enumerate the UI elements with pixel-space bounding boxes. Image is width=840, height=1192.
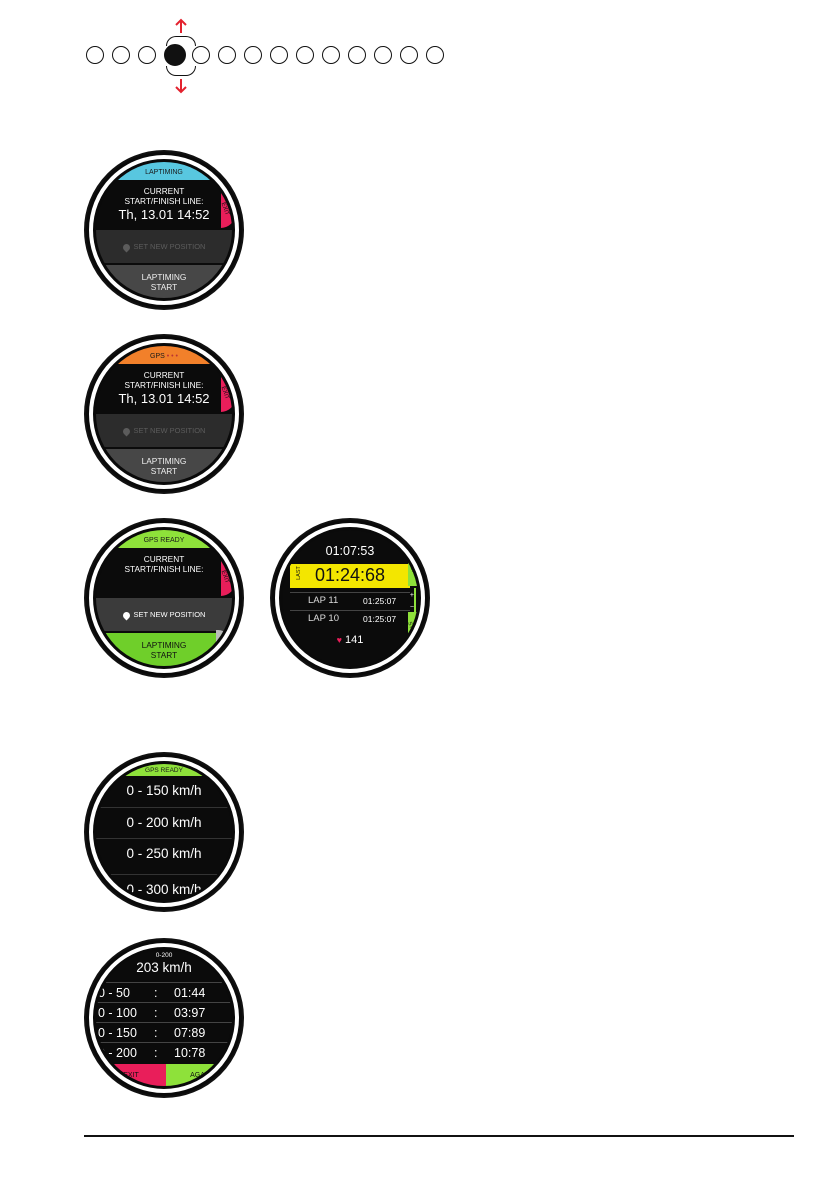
watch-gps-ready: GPS READY CURRENT START/FINISH LINE: SET… (84, 518, 244, 678)
watch-screen: GPS • • • CURRENT START/FINISH LINE: Th,… (96, 346, 232, 482)
watch-screen: LAPTIMING CURRENT START/FINISH LINE: Th,… (96, 162, 232, 298)
heart-rate: ♥ 141 (336, 634, 364, 646)
current-line-label: CURRENT START/FINISH LINE: (124, 370, 204, 390)
result-row: 0 - 50:01:44 (96, 982, 232, 1003)
page-dot[interactable] (270, 46, 288, 64)
exit-badge[interactable]: EXIT (220, 192, 232, 228)
footer-rule (84, 1135, 794, 1137)
stop-badge-bottom[interactable]: STOP (406, 612, 418, 648)
lap-row: LAP 11 01:25:07 (290, 592, 410, 609)
result-row: 0 - 150:07:89 (96, 1022, 232, 1043)
page-dot[interactable] (112, 46, 130, 64)
set-new-position-button: SET NEW POSITION (96, 230, 232, 263)
page-dot[interactable] (138, 46, 156, 64)
lap-row: LAP 10 01:25:07 (290, 610, 410, 627)
page-dot[interactable] (192, 46, 210, 64)
page-dot-active[interactable] (164, 44, 186, 66)
watch-laptiming: LAPTIMING CURRENT START/FINISH LINE: Th,… (84, 150, 244, 310)
start-badge[interactable]: START (215, 630, 230, 666)
page-dot[interactable] (348, 46, 366, 64)
watch-lap-display: 01:07:53 LAST 01:24:68 LAP 11 01:25:07 L… (270, 518, 430, 678)
set-new-position-button[interactable]: SET NEW POSITION (96, 598, 232, 631)
exit-badge[interactable]: EXIT (220, 376, 232, 412)
watch-gps-search: GPS • • • CURRENT START/FINISH LINE: Th,… (84, 334, 244, 494)
watch-screen: 01:07:53 LAST 01:24:68 LAP 11 01:25:07 L… (282, 530, 418, 666)
gps-title-bar: GPS • • • (96, 346, 232, 364)
current-line-label: CURRENT START/FINISH LINE: (124, 554, 204, 574)
minus-icon[interactable]: − (409, 604, 414, 611)
exit-badge[interactable]: EXIT (220, 560, 232, 596)
page-dot[interactable] (426, 46, 444, 64)
set-new-position-button: SET NEW POSITION (96, 414, 232, 447)
result-title: 0-200 (155, 952, 173, 959)
location-pin-icon (121, 610, 131, 620)
current-line-label: CURRENT START/FINISH LINE: (124, 186, 204, 206)
arrow-down-icon (175, 79, 187, 94)
watch-screen: GPS READY 0 - 150 km/h 0 - 200 km/h 0 - … (96, 764, 232, 900)
again-button[interactable]: AGAIN (166, 1064, 232, 1086)
start-line-datetime: Th, 13.01 14:52 (118, 207, 210, 222)
laptiming-title-bar: LAPTIMING (96, 162, 232, 180)
laptiming-start-button[interactable]: LAPTIMING START (96, 449, 232, 482)
watch-screen: 0-200 203 km/h 0 - 50:01:44 0 - 100:03:9… (96, 950, 232, 1086)
page-dot[interactable] (400, 46, 418, 64)
page-dot[interactable] (296, 46, 314, 64)
arrow-up-icon (175, 18, 187, 33)
location-pin-icon (121, 426, 131, 436)
result-row: 0 - 100:03:97 (96, 1002, 232, 1023)
start-line-datetime: Th, 13.01 14:52 (118, 391, 210, 406)
page-dot[interactable] (322, 46, 340, 64)
location-pin-icon (121, 242, 131, 252)
arc-bottom-icon (166, 66, 196, 76)
elapsed-time: 01:07:53 (325, 544, 375, 558)
last-lap-bar: LAST 01:24:68 (290, 564, 410, 588)
result-row: 0 - 200:10:78 (96, 1042, 232, 1063)
watch-result: 0-200 203 km/h 0 - 50:01:44 0 - 100:03:9… (84, 938, 244, 1098)
adjust-bar (414, 588, 416, 614)
watch-screen: GPS READY CURRENT START/FINISH LINE: SET… (96, 530, 232, 666)
laptiming-start-button[interactable]: LAPTIMING START (96, 265, 232, 298)
gps-ready-title-bar: GPS READY (96, 530, 232, 548)
page-dot[interactable] (86, 46, 104, 64)
laptiming-start-button[interactable]: LAPTIMING START (96, 633, 232, 666)
page-dot[interactable] (374, 46, 392, 64)
speed-option[interactable]: 0 - 250 km/h (96, 838, 232, 869)
last-lap-time: 01:24:68 (314, 565, 386, 585)
gps-searching-dots: • • • (166, 353, 178, 360)
heart-icon: ♥ (336, 635, 342, 645)
stop-badge-top[interactable]: STOP (406, 550, 418, 586)
page-navigator (82, 18, 462, 96)
speed-option[interactable]: 0 - 300 km/h (96, 874, 232, 900)
gps-ready-title-bar: GPS READY (96, 764, 232, 776)
page-dot[interactable] (244, 46, 262, 64)
plus-icon[interactable]: + (409, 592, 414, 599)
speed-option[interactable]: 0 - 200 km/h (96, 807, 232, 838)
speed-option[interactable]: 0 - 150 km/h (126, 783, 202, 798)
top-speed: 203 km/h (136, 960, 192, 975)
exit-button[interactable]: EXIT (96, 1064, 166, 1086)
page-dot[interactable] (218, 46, 236, 64)
watch-speed-list: GPS READY 0 - 150 km/h 0 - 200 km/h 0 - … (84, 752, 244, 912)
